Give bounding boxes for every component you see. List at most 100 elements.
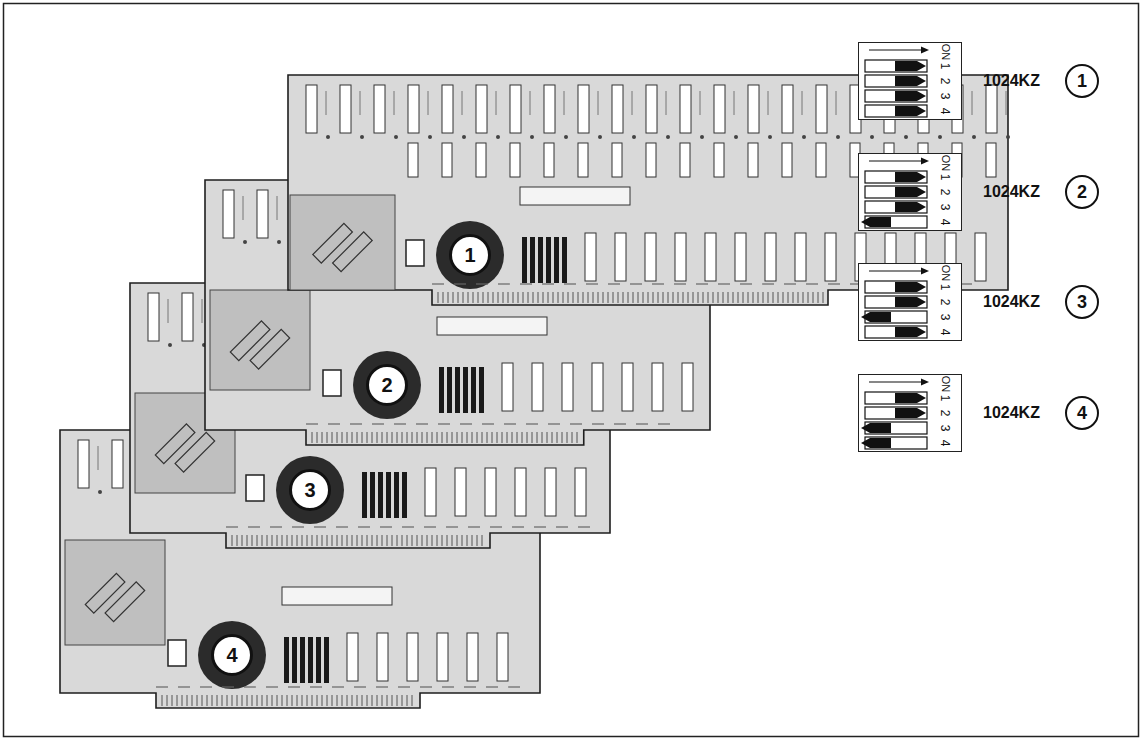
edge-finger bbox=[362, 535, 363, 546]
silkscreen-mark bbox=[438, 423, 450, 424]
silkscreen-mark bbox=[806, 283, 818, 284]
component-dot bbox=[496, 135, 500, 139]
silkscreen-mark bbox=[314, 526, 326, 527]
silkscreen-mark bbox=[740, 283, 752, 284]
part-number-label: 1024KZ bbox=[983, 294, 1040, 310]
edge-finger bbox=[377, 535, 378, 546]
edge-finger bbox=[713, 292, 714, 303]
edge-finger bbox=[768, 292, 769, 303]
edge-finger bbox=[297, 695, 298, 706]
silkscreen-mark bbox=[454, 283, 466, 284]
resistor-pack bbox=[530, 237, 535, 283]
edge-finger bbox=[387, 432, 388, 443]
switch-slot bbox=[865, 75, 927, 87]
edge-finger bbox=[442, 432, 443, 443]
ic-chip bbox=[78, 440, 89, 488]
edge-finger bbox=[718, 292, 719, 303]
ic-chip bbox=[646, 85, 657, 133]
edge-finger bbox=[472, 535, 473, 546]
edge-finger bbox=[337, 535, 338, 546]
resistor-pack bbox=[455, 367, 460, 413]
silkscreen-mark bbox=[508, 686, 520, 687]
silkscreen-mark bbox=[564, 91, 565, 115]
switch-number: 3 bbox=[939, 88, 951, 104]
silkscreen-mark bbox=[490, 526, 502, 527]
silkscreen-mark bbox=[630, 283, 642, 284]
switch-actuator-on bbox=[895, 172, 926, 182]
edge-finger bbox=[317, 695, 318, 706]
ic-chip bbox=[510, 143, 520, 177]
switch-slot bbox=[865, 326, 927, 338]
switch-number: 1 bbox=[939, 390, 951, 406]
edge-finger bbox=[572, 432, 573, 443]
edge-finger bbox=[252, 535, 253, 546]
edge-finger bbox=[458, 292, 459, 303]
dip-switch-part bbox=[246, 475, 264, 501]
edge-finger bbox=[362, 432, 363, 443]
edge-finger bbox=[242, 535, 243, 546]
resistor-pack bbox=[538, 237, 543, 283]
silkscreen-mark bbox=[326, 91, 327, 115]
edge-finger bbox=[503, 292, 504, 303]
ic-chip bbox=[148, 293, 159, 341]
on-arrow-line bbox=[869, 160, 923, 161]
callout-circle: 4 bbox=[1065, 396, 1099, 430]
crystal-body bbox=[155, 424, 195, 464]
silkscreen-mark bbox=[548, 423, 560, 424]
edge-finger bbox=[798, 292, 799, 303]
callout-circle: 4 bbox=[211, 634, 253, 676]
component-dot bbox=[277, 240, 281, 244]
component-dot bbox=[802, 135, 806, 139]
switch-number: 1 bbox=[939, 279, 951, 295]
part-number-label: 1024KZ bbox=[983, 73, 1040, 89]
silkscreen-mark bbox=[350, 423, 362, 424]
silkscreen-mark bbox=[632, 91, 633, 115]
silkscreen-mark bbox=[972, 91, 973, 115]
edge-finger bbox=[292, 695, 293, 706]
edge-finger bbox=[342, 432, 343, 443]
edge-finger bbox=[342, 535, 343, 546]
edge-finger bbox=[453, 292, 454, 303]
silkscreen-mark bbox=[700, 91, 701, 115]
silkscreen-mark bbox=[202, 299, 203, 323]
edge-finger bbox=[382, 695, 383, 706]
resistor-pack bbox=[316, 637, 321, 683]
edge-finger bbox=[497, 432, 498, 443]
edge-finger bbox=[432, 535, 433, 546]
ic-chip bbox=[612, 85, 623, 133]
long-chip bbox=[520, 187, 630, 205]
ic-chip bbox=[816, 85, 827, 133]
edge-finger bbox=[477, 535, 478, 546]
edge-finger bbox=[207, 695, 208, 706]
silkscreen-mark bbox=[674, 283, 686, 284]
ic-chip bbox=[705, 233, 716, 281]
edge-finger bbox=[367, 535, 368, 546]
ic-chip bbox=[714, 143, 724, 177]
callout-halo bbox=[198, 621, 266, 689]
edge-finger bbox=[287, 535, 288, 546]
edge-finger bbox=[532, 432, 533, 443]
ic-chip bbox=[816, 143, 826, 177]
edge-finger bbox=[568, 292, 569, 303]
silkscreen-mark bbox=[277, 196, 278, 220]
edge-finger bbox=[187, 695, 188, 706]
edge-finger bbox=[527, 432, 528, 443]
edge-finger bbox=[557, 432, 558, 443]
silkscreen-mark bbox=[358, 526, 370, 527]
edge-finger bbox=[407, 695, 408, 706]
component-dot bbox=[666, 135, 670, 139]
silkscreen-mark bbox=[534, 526, 546, 527]
crystal-body bbox=[175, 432, 215, 472]
switch-number: 3 bbox=[939, 309, 951, 325]
silkscreen-mark bbox=[292, 526, 304, 527]
silkscreen-mark bbox=[556, 526, 568, 527]
edge-finger bbox=[317, 535, 318, 546]
edge-finger bbox=[292, 535, 293, 546]
silkscreen-mark bbox=[156, 686, 168, 687]
edge-finger bbox=[227, 695, 228, 706]
switch-actuator-on bbox=[895, 408, 926, 418]
component-dot bbox=[428, 135, 432, 139]
edge-finger bbox=[372, 535, 373, 546]
switch-slot bbox=[865, 392, 927, 404]
